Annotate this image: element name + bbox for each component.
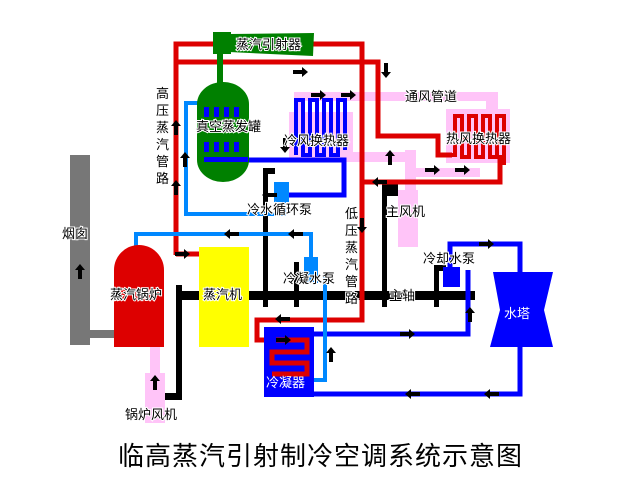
flow-arrow-icon: [326, 347, 336, 362]
boiler-label: 蒸汽锅炉: [110, 287, 162, 303]
flow-arrow-icon: [180, 152, 190, 167]
lp-char: 低: [345, 207, 358, 222]
flow-arrow-icon: [175, 249, 190, 259]
flow-arrow-icon: [280, 138, 290, 153]
vent-duct-label: 通风管道: [405, 90, 457, 105]
flow-arrow-icon: [385, 150, 395, 165]
cold-water-pump: [274, 182, 289, 202]
lp-char: 压: [345, 224, 358, 239]
cooling-tower-label: 水塔: [504, 307, 530, 322]
flow-arrow-icon: [372, 177, 387, 187]
flow-arrow-icon: [425, 165, 440, 175]
flow-arrow-icon: [171, 120, 181, 135]
condenser-label: 冷凝器: [266, 375, 305, 391]
main-fan-label: 主风机: [386, 205, 425, 220]
hp-char: 管: [156, 155, 169, 170]
boiler-fan-label: 锅炉风机: [125, 407, 177, 423]
flow-arrow-icon: [171, 180, 181, 195]
flow-arrow-icon: [400, 329, 415, 339]
condensate-pump: [304, 257, 318, 283]
cold-exchanger-label: 冷风换热器: [284, 134, 349, 149]
flow-arrows: [75, 63, 499, 399]
flow-arrow-icon: [357, 218, 367, 233]
main-shaft: [180, 291, 475, 300]
cold-water-pump-label: 冷水循环泵: [247, 203, 312, 218]
low-pressure-pipe-label: 低 压 蒸 汽 管 路: [344, 206, 359, 308]
flow-arrow-icon: [275, 314, 290, 324]
flow-arrow-icon: [75, 264, 85, 279]
flow-arrow-icon: [293, 67, 308, 77]
diagram-title: 临高蒸汽引射制冷空调系统示意图: [118, 442, 523, 472]
boiler-fan-body: [145, 373, 165, 423]
main-shaft-label: 主轴: [389, 289, 415, 304]
flow-arrow-icon: [381, 63, 391, 78]
hp-char: 汽: [156, 138, 169, 153]
steam-engine: [199, 247, 249, 347]
cooling-water-pump: [443, 267, 460, 287]
chimney-label: 烟囱: [62, 227, 88, 242]
steam-engine-label: 蒸汽机: [203, 288, 242, 303]
hp-char: 蒸: [156, 121, 169, 136]
main-fan-body: [398, 190, 418, 247]
flow-arrow-icon: [465, 307, 475, 322]
high-pressure-pipe-label: 高 压 蒸 汽 管 路: [155, 85, 170, 188]
boiler: [114, 245, 164, 347]
lp-char: 蒸: [345, 241, 358, 256]
flow-arrow-icon: [311, 90, 326, 100]
hot-exchanger-coil: [446, 114, 506, 165]
flow-arrow-icon: [341, 90, 356, 100]
lp-char: 汽: [345, 258, 358, 273]
lp-char: 管: [345, 275, 358, 290]
flow-arrow-icon: [484, 389, 499, 399]
cooling-tower: [490, 272, 553, 347]
flow-arrow-icon: [150, 375, 160, 390]
vacuum-tank-label: 真空蒸发罐: [196, 119, 261, 135]
flow-arrow-icon: [262, 190, 277, 200]
flow-arrow-icon: [288, 229, 303, 239]
condensate-pump-label: 冷凝水泵: [283, 271, 335, 287]
flow-arrow-icon: [224, 229, 239, 239]
flow-arrow-icon: [455, 165, 470, 175]
flow-arrow-icon: [276, 335, 291, 345]
ejector: 蒸汽引射器: [213, 32, 314, 84]
flow-arrow-icon: [479, 239, 494, 249]
flow-arrow-icon: [405, 389, 420, 399]
hot-exchanger-label: 热风换热器: [446, 132, 511, 147]
hp-char: 高: [156, 86, 169, 102]
vacuum-tank: 真空蒸发罐: [195, 82, 262, 182]
hp-char: 路: [156, 171, 169, 187]
ejector-label: 蒸汽引射器: [236, 37, 301, 53]
hp-char: 压: [156, 104, 169, 119]
chimney: [70, 155, 118, 345]
steam-pipes: [173, 41, 503, 343]
cooling-pump-label: 冷却水泵: [423, 252, 475, 267]
lp-char: 路: [345, 291, 358, 307]
